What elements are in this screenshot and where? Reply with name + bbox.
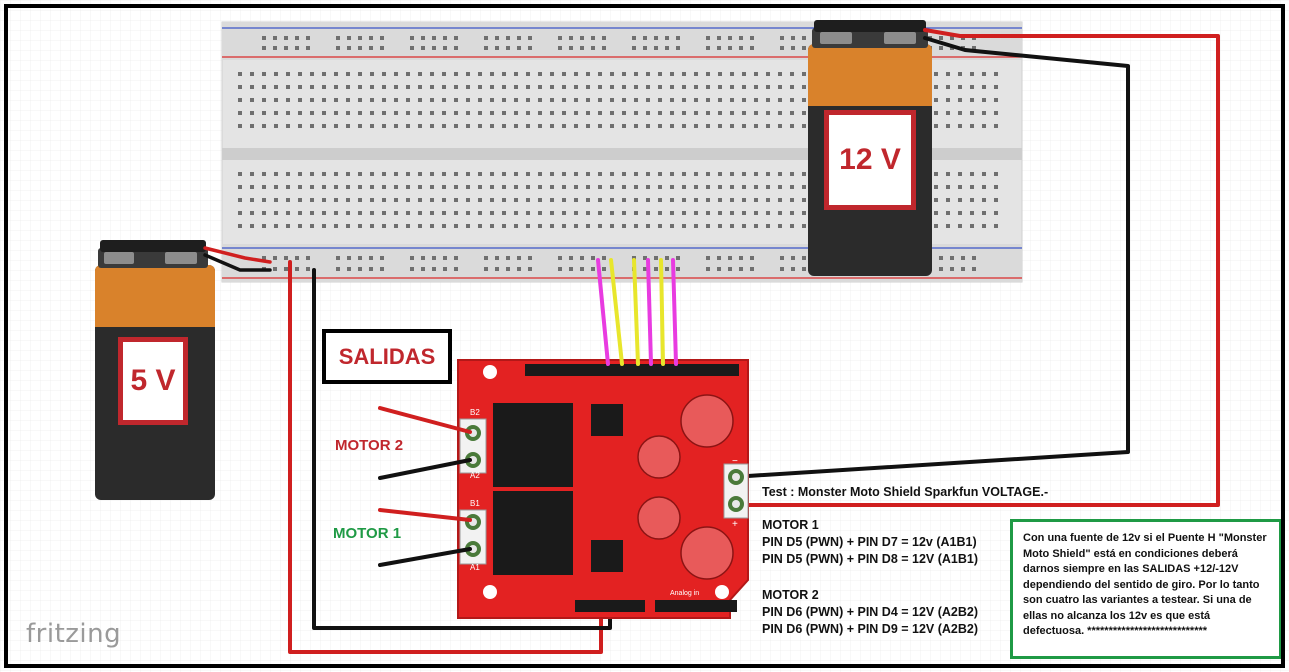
motor1-label: MOTOR 1 <box>333 525 402 542</box>
motor2-label: MOTOR 2 <box>335 437 404 454</box>
battery-5v-label: 5 V <box>118 337 188 425</box>
label-minus: − <box>732 456 738 467</box>
wires-12v <box>746 28 1220 507</box>
label-plus: + <box>732 519 738 530</box>
motor2-title: MOTOR 2 <box>762 588 819 602</box>
fritzing-watermark: fritzing <box>26 619 122 649</box>
battery-12v-label: 12 V <box>824 110 916 210</box>
motor2-line: PIN D6 (PWN) + PIN D9 = 12V (A2B2) <box>762 622 979 636</box>
motor-shield: B2 A2 B1 A1 − + Analog in <box>457 359 749 619</box>
motor1-title: MOTOR 1 <box>762 518 819 532</box>
motor-wires <box>378 406 472 567</box>
label-b1: B1 <box>470 499 480 508</box>
test-title: Test : Monster Moto Shield Sparkfun VOLT… <box>762 485 1049 499</box>
label-analog: Analog in <box>670 590 699 597</box>
label-b2: B2 <box>470 408 480 417</box>
label-a2: A2 <box>470 471 480 480</box>
outputs-title: SALIDAS <box>322 329 452 384</box>
motor1-line: PIN D5 (PWN) + PIN D8 = 12V (A1B1) <box>762 552 979 566</box>
motor1-line: PIN D5 (PWN) + PIN D7 = 12v (A1B1) <box>762 535 977 549</box>
motor1-instructions: MOTOR 1 PIN D5 (PWN) + PIN D7 = 12v (A1B… <box>762 517 978 568</box>
motor2-instructions: MOTOR 2 PIN D6 (PWN) + PIN D4 = 12V (A2B… <box>762 587 978 638</box>
note-box: Con una fuente de 12v si el Puente H "Mo… <box>1010 519 1282 659</box>
label-a1: A1 <box>470 563 480 572</box>
motor2-line: PIN D6 (PWN) + PIN D4 = 12V (A2B2) <box>762 605 979 619</box>
jumper-wires <box>596 258 678 366</box>
